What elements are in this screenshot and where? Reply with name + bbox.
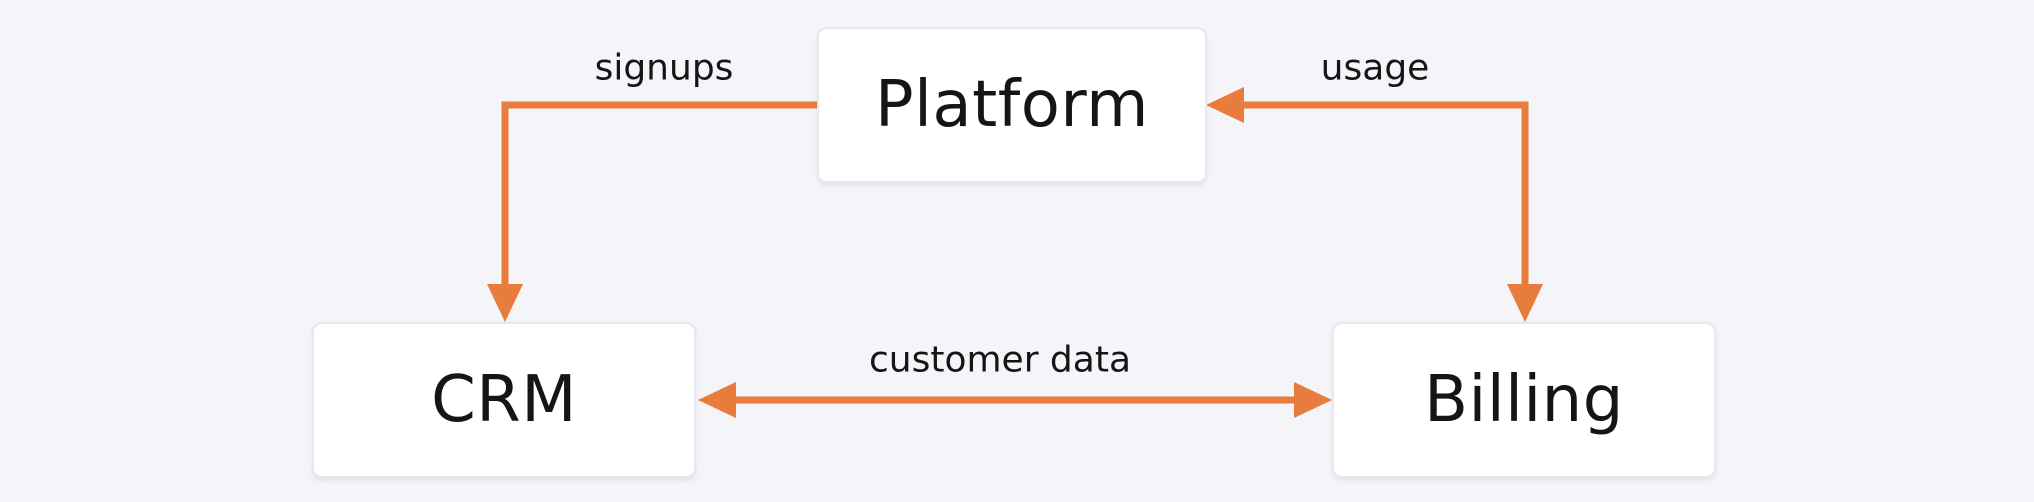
usage-arrowhead-down <box>1507 284 1543 322</box>
node-platform-label: Platform <box>875 68 1149 142</box>
edge-label-usage: usage <box>1320 47 1430 89</box>
node-crm-label: CRM <box>431 363 577 437</box>
node-crm: CRM <box>312 322 696 478</box>
edge-label-signups: signups <box>594 47 734 89</box>
usage-arrowhead-left <box>1206 87 1244 123</box>
node-billing-label: Billing <box>1424 363 1624 437</box>
node-billing: Billing <box>1332 322 1716 478</box>
signups-edge-line <box>501 101 817 288</box>
customer-data-arrowhead-right <box>1294 382 1332 418</box>
node-platform: Platform <box>817 27 1207 183</box>
customer-data-arrowhead-left <box>698 382 736 418</box>
edge-label-customer-data: customer data <box>868 339 1132 381</box>
signups-arrowhead-down <box>487 284 523 322</box>
usage-edge-line <box>1242 101 1529 288</box>
